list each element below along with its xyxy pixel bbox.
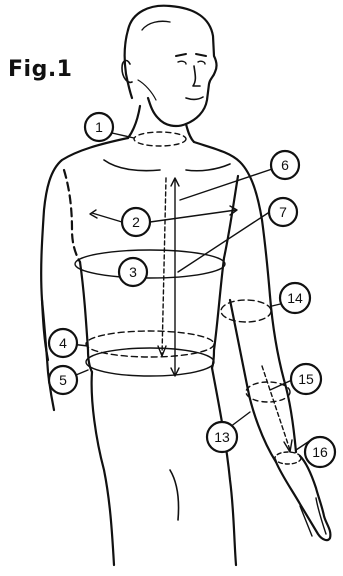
callout-13: 13 [207, 422, 237, 452]
callout-15: 15 [291, 364, 321, 394]
callout-7: 7 [269, 198, 297, 226]
measurement-lines [62, 132, 314, 464]
svg-text:5: 5 [59, 372, 67, 388]
head-drawing [122, 6, 217, 126]
svg-text:15: 15 [298, 371, 314, 387]
svg-text:1: 1 [95, 119, 103, 135]
svg-text:4: 4 [59, 335, 67, 351]
svg-text:7: 7 [279, 204, 287, 220]
callout-5: 5 [49, 366, 77, 394]
callout-4: 4 [49, 329, 77, 357]
callout-3: 3 [119, 258, 147, 286]
callout-1: 1 [85, 113, 113, 141]
right-arm-drawing [230, 296, 330, 540]
callout-16: 16 [305, 437, 335, 467]
svg-text:2: 2 [132, 214, 140, 230]
svg-text:6: 6 [281, 157, 289, 173]
callout-14: 14 [280, 283, 310, 313]
svg-text:3: 3 [129, 264, 137, 280]
svg-text:16: 16 [312, 444, 328, 460]
callout-6: 6 [271, 151, 299, 179]
svg-text:14: 14 [287, 290, 303, 306]
svg-text:13: 13 [214, 429, 230, 445]
callout-2: 2 [122, 208, 150, 236]
figure-title: Fig.1 [8, 57, 72, 82]
